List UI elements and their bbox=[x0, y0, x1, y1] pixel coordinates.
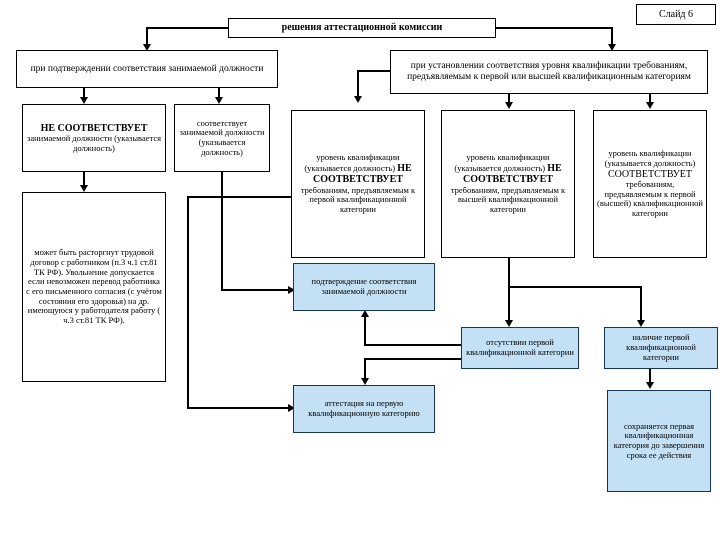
right-branch-header-label: при установлении соответствия уровня ква… bbox=[407, 61, 691, 82]
arrow-rail-to-attestation bbox=[288, 404, 295, 412]
arrow-rh-to-box2 bbox=[505, 102, 513, 109]
box-keep-first-category-label: сохраняется первая квалификационная кате… bbox=[613, 420, 705, 460]
arrow-hasfirst-to-keep bbox=[646, 382, 654, 389]
arrow-rh-to-box1 bbox=[354, 96, 362, 103]
title-box: решения аттестационной комиссии bbox=[228, 18, 496, 38]
arrow-nofirst-to-attestation bbox=[361, 378, 369, 385]
arrow-conform-to-confirm bbox=[288, 286, 295, 294]
connector-rh-box3-v bbox=[649, 94, 651, 104]
connector-lh-to-conform-v bbox=[218, 88, 220, 99]
connector-title-right-v bbox=[611, 27, 613, 46]
box-qual2-strong: НЕ СООТВЕТСТВУЕТ bbox=[463, 162, 562, 186]
title-label: решения аттестационной комиссии bbox=[281, 22, 443, 34]
box-confirm-position-label: подтверждение соответствия занимаемой до… bbox=[311, 276, 417, 296]
arrow-lh-to-conform bbox=[215, 97, 223, 104]
slide-number-tag: Слайд 6 bbox=[636, 4, 716, 25]
connector-notconform-to-dismissal bbox=[83, 172, 85, 187]
connector-conform-right bbox=[221, 289, 293, 291]
box-dismissal-conditions: может быть расторгнут трудовой договор с… bbox=[22, 192, 166, 382]
box-qual-not-conform-first: уровень квалификации (указывается должно… bbox=[291, 110, 425, 258]
connector-split-left-v bbox=[508, 286, 510, 322]
connector-lh-to-notconform-v bbox=[83, 88, 85, 99]
box-has-first-category-label: наличие первой квалификационной категори… bbox=[626, 332, 696, 362]
box-not-conform-title: НЕ СООТВЕТСТВУЕТ bbox=[40, 122, 148, 134]
connector-split-right-v bbox=[640, 286, 642, 322]
slide-number-label: Слайд 6 bbox=[658, 9, 694, 20]
arrow-title-to-right-header bbox=[608, 44, 616, 51]
connector-nofirst-up-v bbox=[364, 315, 366, 345]
box-qual-conform-first-highest: уровень квалификации (указывается должно… bbox=[593, 110, 707, 258]
connector-q2-down bbox=[508, 258, 510, 286]
connector-title-right-h bbox=[494, 27, 613, 29]
box-no-first-category-label: отсутствии первой квалификационной катег… bbox=[466, 337, 574, 357]
connector-hasfirst-down bbox=[649, 369, 651, 384]
box-attestation-first-category: аттестация на первую квалификационную ка… bbox=[293, 385, 435, 433]
connector-nofirst-down-v bbox=[364, 358, 366, 380]
left-branch-header-label: при подтверждении соответствия занимаемо… bbox=[30, 63, 264, 74]
arrow-rh-to-box3 bbox=[646, 102, 654, 109]
box-qual1-post: требованиям, предъявляемым к первой квал… bbox=[300, 184, 416, 215]
connector-left-rail-v bbox=[187, 196, 189, 409]
box-no-first-category: отсутствии первой квалификационной катег… bbox=[461, 327, 579, 369]
box-qual1-strong: НЕ СООТВЕТСТВУЕТ bbox=[313, 162, 412, 186]
connector-nofirst-out-top bbox=[364, 344, 462, 346]
box-confirm-position: подтверждение соответствия занимаемой до… bbox=[293, 263, 435, 311]
box-qual-not-conform-highest: уровень квалификации (указывается должно… bbox=[441, 110, 575, 258]
box-qual1-pre: уровень квалификации (указывается должно… bbox=[304, 152, 400, 173]
connector-conform-down bbox=[221, 172, 223, 291]
connector-nofirst-out-bottom bbox=[364, 358, 462, 360]
box-qual3-post: требованиям, предъявляемым к первой (выс… bbox=[597, 179, 703, 219]
connector-rh-box1-v bbox=[357, 70, 359, 98]
box-qual2-pre: уровень квалификации (указывается должно… bbox=[454, 152, 550, 173]
arrow-to-has-first-category bbox=[637, 320, 645, 327]
box-conform-position: соответствует занимаемой должности (указ… bbox=[174, 104, 270, 172]
arrow-nofirst-to-confirm bbox=[361, 310, 369, 317]
box-not-conform-body: занимаемой должности (указывается должно… bbox=[26, 133, 162, 153]
connector-q2-split-h bbox=[508, 286, 642, 288]
left-branch-header: при подтверждении соответствия занимаемо… bbox=[16, 50, 278, 88]
right-branch-header: при установлении соответствия уровня ква… bbox=[390, 50, 708, 94]
box-conform-label: соответствует занимаемой должности (указ… bbox=[179, 117, 265, 157]
arrow-lh-to-notconform bbox=[80, 97, 88, 104]
box-attestation-first-label: аттестация на первую квалификационную ка… bbox=[308, 398, 420, 418]
connector-rh-box2-v bbox=[508, 94, 510, 104]
box-qual3-strong: СООТВЕТСТВУЕТ bbox=[607, 168, 693, 180]
box-qual3-pre: уровень квалификации (указывается должно… bbox=[604, 148, 696, 168]
arrow-notconform-to-dismissal bbox=[80, 185, 88, 192]
box-keep-first-category: сохраняется первая квалификационная кате… bbox=[607, 390, 711, 492]
connector-title-left-h bbox=[146, 27, 230, 29]
connector-left-rail-top bbox=[187, 196, 291, 198]
connector-title-left-v bbox=[146, 27, 148, 46]
connector-left-rail-bottom bbox=[187, 407, 293, 409]
arrow-title-to-left-header bbox=[143, 44, 151, 51]
box-qual2-post: требованиям, предъявляемым к высшей квал… bbox=[450, 184, 566, 215]
connector-rh-box1-h bbox=[357, 70, 391, 72]
box-not-conform-position: НЕ СООТВЕТСТВУЕТ занимаемой должности (у… bbox=[22, 104, 166, 172]
box-dismissal-label: может быть расторгнут трудовой договор с… bbox=[26, 247, 162, 326]
box-has-first-category: наличие первой квалификационной категори… bbox=[604, 327, 718, 369]
arrow-to-no-first-category bbox=[505, 320, 513, 327]
